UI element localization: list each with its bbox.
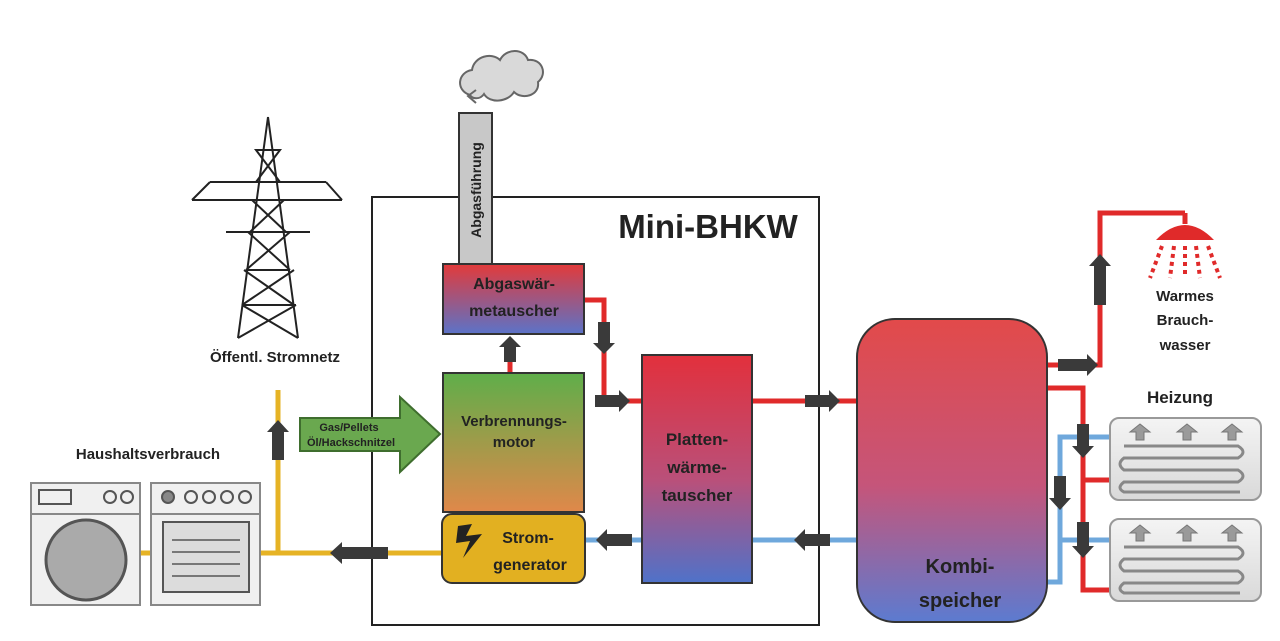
arrow-left-icon	[794, 529, 830, 551]
washing-machine-icon	[30, 482, 141, 606]
radiator-icon	[1109, 417, 1262, 501]
storage-label: Kombi-	[926, 556, 995, 578]
arrow-right-icon	[1058, 354, 1098, 376]
power-generator	[441, 513, 586, 584]
combi-storage-tank	[856, 318, 1048, 623]
chp-unit-frame	[371, 196, 820, 626]
arrow-up-icon	[499, 336, 521, 362]
fuel-label: Gas/Pellets	[319, 422, 378, 434]
arrow-left-icon	[596, 529, 632, 551]
arrow-down-icon	[1049, 476, 1071, 510]
storage-label: speicher	[919, 590, 1001, 612]
arrow-down-icon	[593, 322, 615, 354]
engine-label: Verbrennungs-	[461, 413, 567, 430]
arrow-down-icon	[1072, 522, 1094, 558]
hot-water-label: wasser	[1159, 337, 1211, 354]
hot-water-label: Warmes	[1156, 288, 1214, 305]
plate-hx-label: wärme-	[666, 458, 727, 477]
plate-hx-label: tauscher	[662, 486, 733, 505]
heating-label: Heizung	[1147, 388, 1213, 407]
plate-heat-exchanger	[641, 354, 753, 584]
grid-label: Öffentl. Stromnetz	[210, 349, 340, 366]
plate-hx-label: Platten-	[666, 430, 728, 449]
shower-head-icon	[1148, 213, 1222, 279]
fuel-input-arrow	[299, 394, 442, 475]
exhaust-heat-exchanger	[442, 263, 585, 335]
arrow-right-icon	[595, 390, 630, 412]
engine-label: motor	[493, 434, 536, 451]
exhaust-hx-label: Abgaswär-	[473, 276, 555, 293]
fuel-label: Öl/Hackschnitzel	[307, 436, 395, 449]
radiator-icon	[1109, 518, 1262, 602]
smoke-cloud-icon	[459, 50, 544, 104]
stove-icon	[150, 482, 261, 606]
arrow-left-icon	[330, 542, 388, 564]
chimney-label: Abgasführung	[468, 142, 484, 238]
household-label: Haushaltsverbrauch	[76, 446, 220, 463]
hot-water-label: Brauch-	[1157, 312, 1214, 329]
generator-label: generator	[493, 557, 567, 574]
arrow-right-icon	[805, 390, 840, 412]
power-pylon-icon	[191, 116, 343, 339]
generator-label: Strom-	[502, 530, 554, 547]
arrow-up-icon	[1089, 254, 1111, 305]
chp-title: Mini-BHKW	[618, 208, 798, 245]
arrow-up-icon	[267, 420, 289, 460]
chimney	[458, 112, 493, 267]
exhaust-hx-label: metauscher	[469, 303, 559, 320]
lightning-icon	[456, 524, 482, 558]
combustion-engine	[442, 372, 585, 513]
arrow-down-icon	[1072, 424, 1094, 458]
